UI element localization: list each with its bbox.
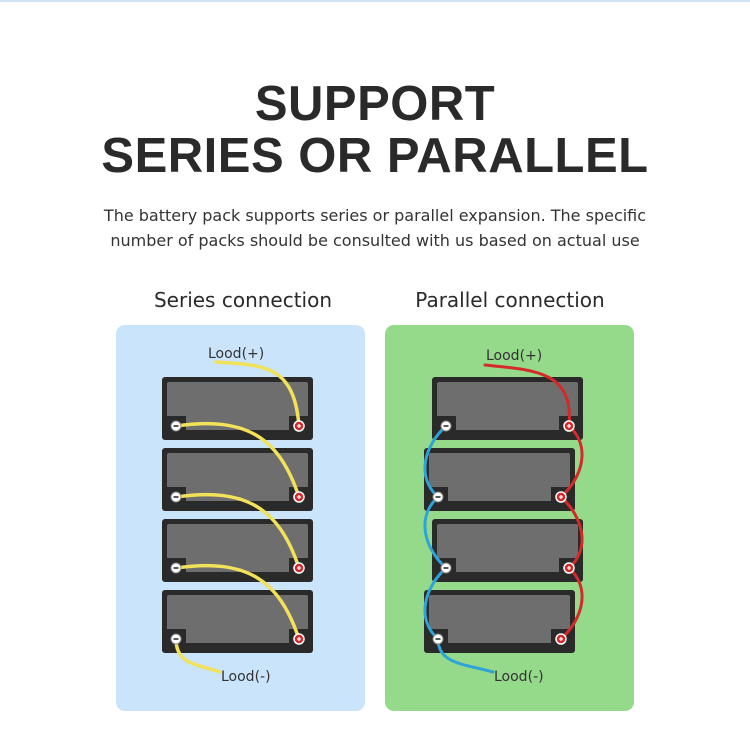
parallel-positive-link-1 — [559, 424, 584, 499]
battery-body — [437, 524, 578, 572]
series-diagram: Lood(+) Lood(-) — [162, 346, 313, 685]
series-connection-panel: Lood(+) Lood(-) — [116, 325, 365, 711]
series-link-wire-2 — [174, 492, 301, 570]
parallel-negative-link-1 — [423, 424, 448, 499]
parallel-battery-3 — [432, 519, 583, 582]
top-divider — [0, 0, 750, 2]
series-connection-title: Series connection — [153, 288, 333, 312]
parallel-positive-link-3 — [559, 566, 584, 641]
description-line-2: number of packs should be consulted with… — [110, 231, 640, 250]
battery-body — [167, 595, 308, 643]
series-link-wire-3 — [174, 563, 301, 641]
series-load-negative-wire — [174, 637, 222, 674]
battery-body — [429, 453, 570, 501]
parallel-negative-link-2 — [423, 495, 448, 570]
battery-body — [167, 453, 308, 501]
parallel-battery-1 — [432, 377, 583, 440]
battery-body — [167, 382, 308, 430]
series-load-positive-label: Lood(+) — [208, 346, 264, 362]
parallel-load-positive-label: Lood(+) — [486, 348, 542, 364]
series-battery-4 — [162, 590, 313, 653]
series-link-wire-1 — [174, 421, 301, 499]
series-load-positive-wire — [214, 360, 301, 428]
battery-body — [429, 595, 570, 643]
parallel-load-negative-wire — [436, 637, 495, 674]
battery-body — [437, 382, 578, 430]
parallel-negative-link-3 — [423, 566, 448, 641]
title-line-1: SUPPORT — [254, 77, 496, 131]
page-title: SUPPORT SERIES OR PARALLEL — [0, 78, 750, 182]
parallel-load-positive-wire — [483, 363, 571, 428]
parallel-diagram: Lood(+) Lood(-) — [423, 348, 584, 685]
description: The battery pack supports series or para… — [40, 203, 710, 253]
parallel-battery-4 — [424, 590, 575, 653]
title-line-2: SERIES OR PARALLEL — [101, 129, 649, 183]
description-line-1: The battery pack supports series or para… — [103, 206, 647, 225]
parallel-connection-title: Parallel connection — [415, 288, 605, 312]
series-load-negative-label: Lood(-) — [221, 669, 271, 685]
parallel-connection-panel: Lood(+) Lood(-) — [385, 325, 634, 711]
battery-body — [167, 524, 308, 572]
parallel-load-negative-label: Lood(-) — [494, 669, 544, 685]
parallel-battery-2 — [424, 448, 575, 511]
parallel-positive-link-2 — [559, 495, 584, 570]
